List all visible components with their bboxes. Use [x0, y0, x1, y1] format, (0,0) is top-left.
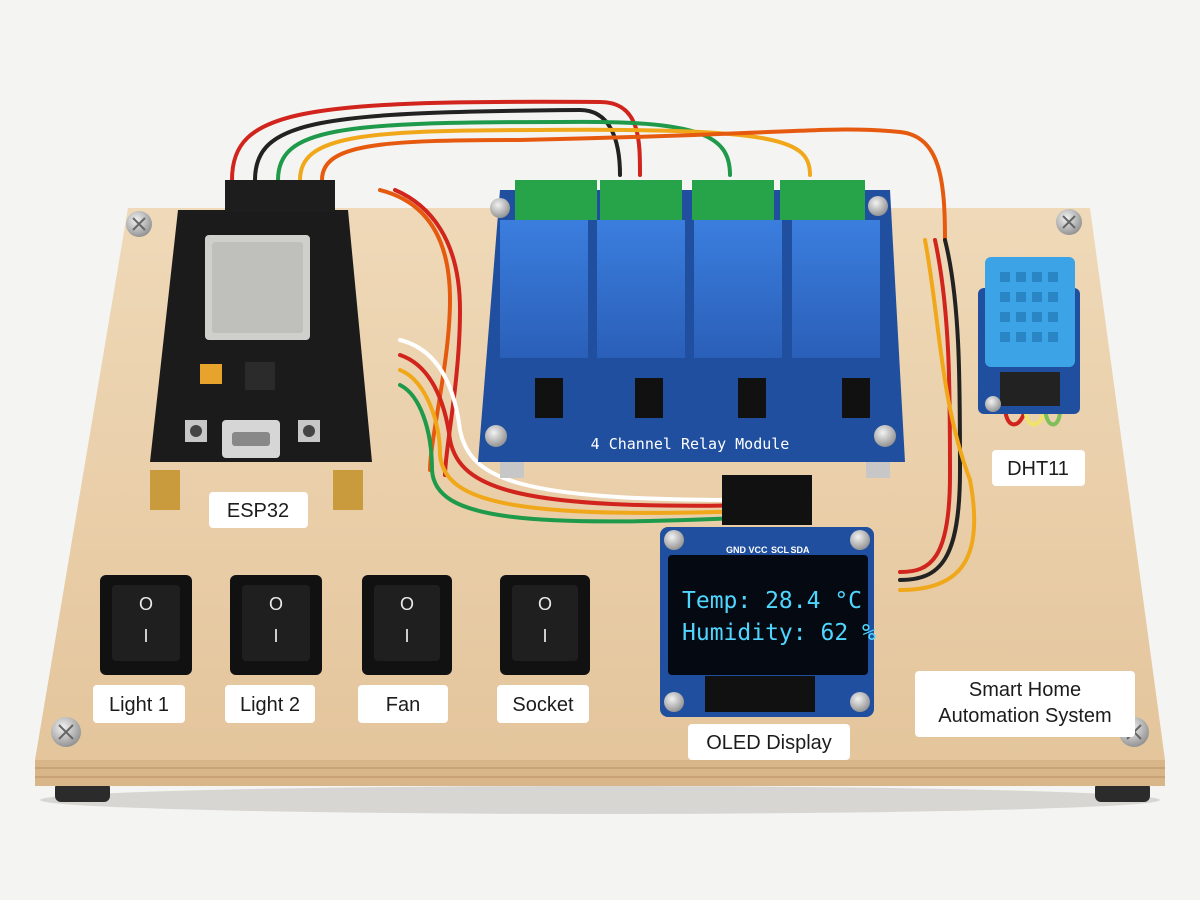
- relay-module: 4 Channel Relay Module: [478, 180, 905, 478]
- esp32-label: ESP32: [227, 500, 289, 522]
- switch-off-symbol: O: [538, 594, 552, 614]
- switch-fan[interactable]: O I: [362, 575, 452, 675]
- oled-pin-gnd: GND: [726, 545, 747, 555]
- oled-label: OLED Display: [706, 732, 832, 754]
- oled-pin-scl: SCL: [771, 545, 790, 555]
- dht11-sensor: [978, 257, 1080, 414]
- oled-module: GND VCC SCL SDA Temp: 28.4 °C Humidity: …: [660, 475, 876, 717]
- switch-on-symbol: I: [143, 626, 148, 646]
- switch-socket[interactable]: O I: [500, 575, 590, 675]
- dht11-label: DHT11: [1007, 458, 1069, 480]
- switch-off-symbol: O: [400, 594, 414, 614]
- switch-label-light-1: Light 1: [109, 694, 169, 716]
- board-labels: ESP32 DHT11 Light 1 Light 2 Fan Socket O…: [93, 450, 1135, 760]
- oled-pin-sda: SDA: [790, 545, 810, 555]
- switch-light-2[interactable]: O I: [230, 575, 322, 675]
- rocker-switches: O I O I O I O I: [100, 575, 590, 675]
- oled-temperature-line: Temp: 28.4 °C: [682, 588, 862, 614]
- switch-on-symbol: I: [273, 626, 278, 646]
- switch-on-symbol: I: [542, 626, 547, 646]
- switch-off-symbol: O: [139, 594, 153, 614]
- esp32-board: [150, 180, 372, 510]
- system-title-line-1: Smart Home: [969, 679, 1081, 701]
- switch-label-light-2: Light 2: [240, 694, 300, 716]
- switch-label-fan: Fan: [386, 694, 420, 716]
- jumper-wires: [230, 99, 1062, 592]
- switch-label-socket: Socket: [512, 694, 574, 716]
- relay-module-label: 4 Channel Relay Module: [591, 435, 790, 453]
- system-title-line-2: Automation System: [938, 705, 1111, 727]
- oled-pin-vcc: VCC: [748, 545, 768, 555]
- switch-off-symbol: O: [269, 594, 283, 614]
- oled-humidity-line: Humidity: 62 %: [682, 620, 876, 646]
- switch-light-1[interactable]: O I: [100, 575, 192, 675]
- switch-on-symbol: I: [404, 626, 409, 646]
